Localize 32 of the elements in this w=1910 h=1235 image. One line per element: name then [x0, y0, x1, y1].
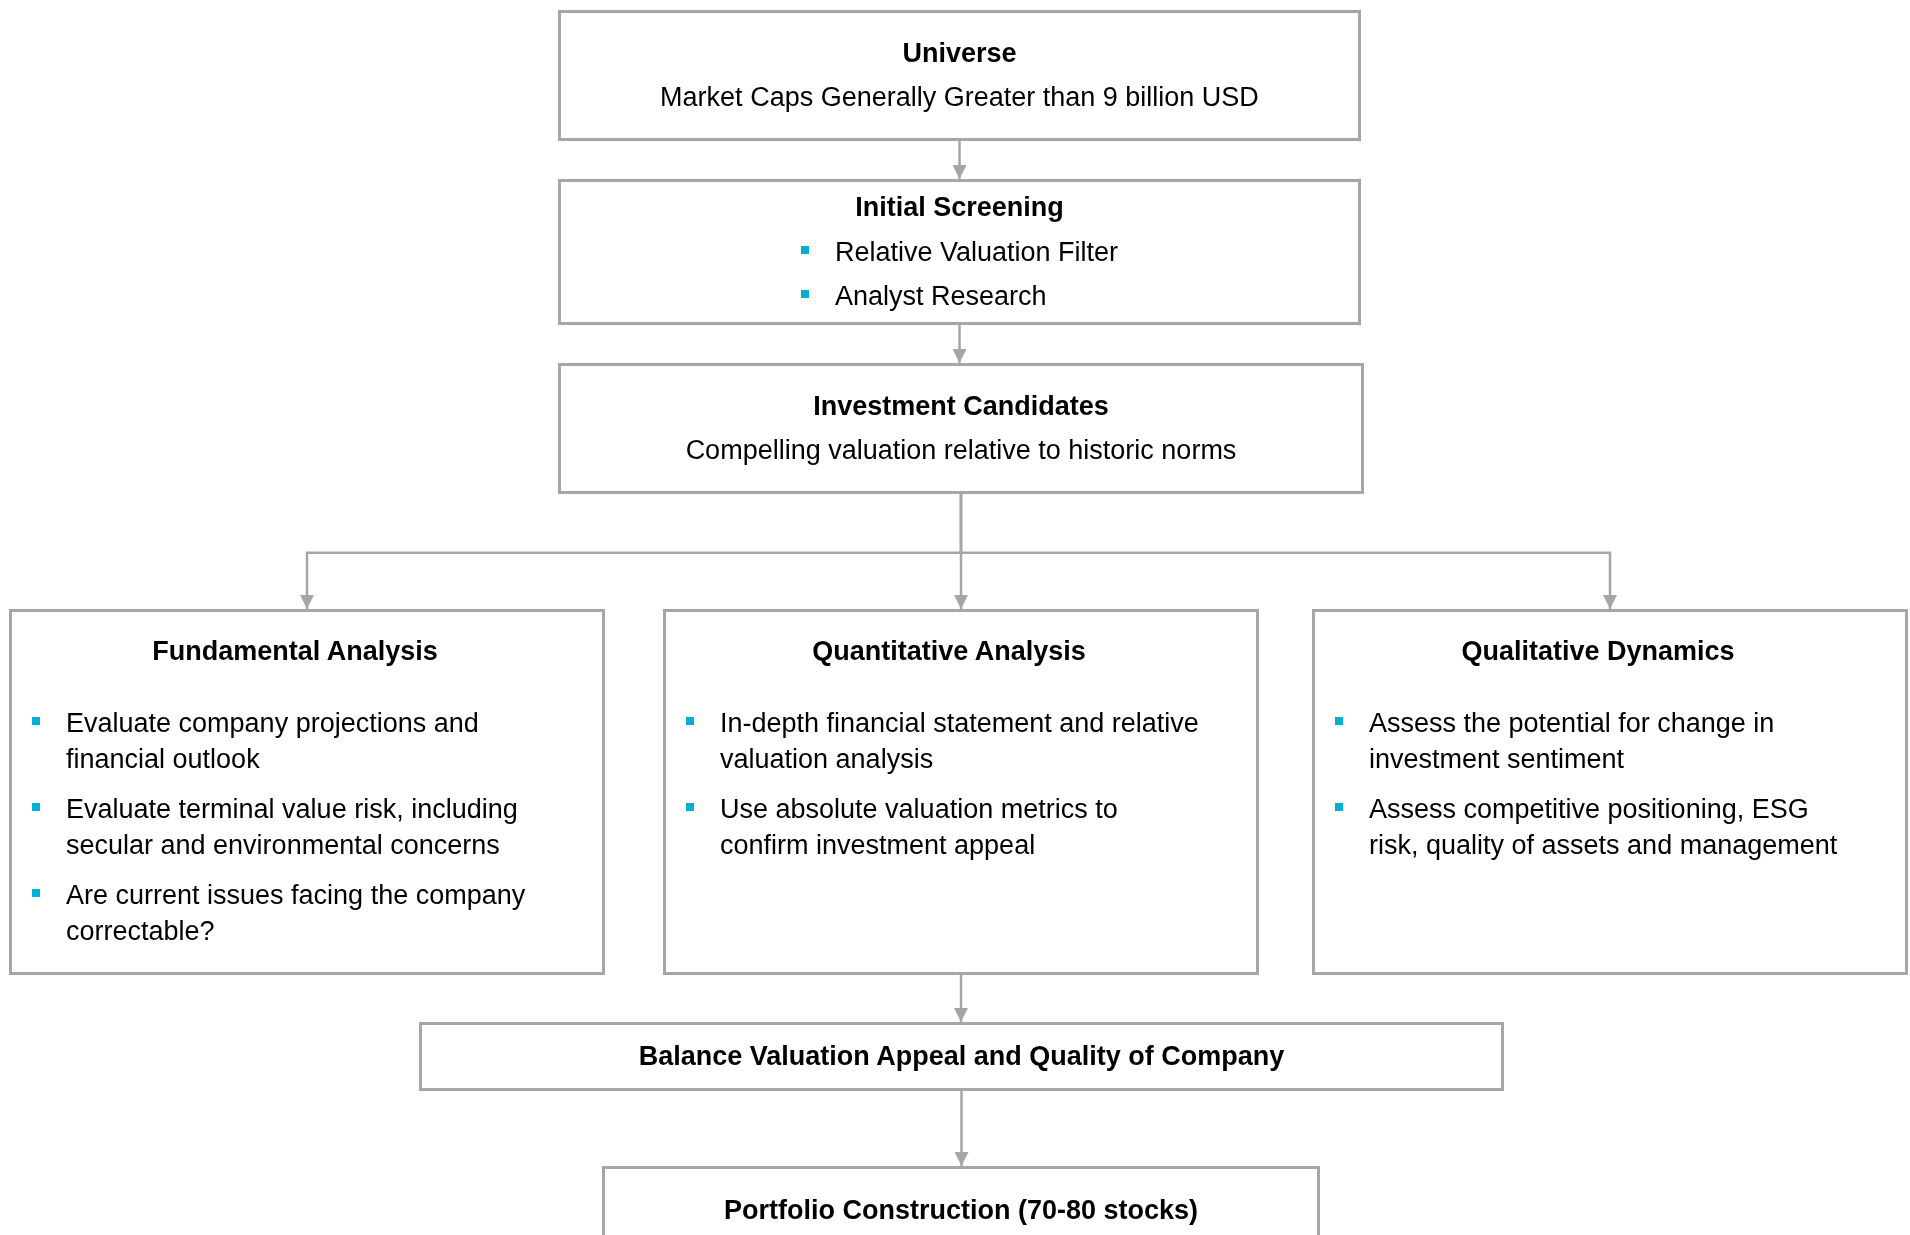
arrow	[952, 325, 967, 363]
box-heading: Balance Valuation Appeal and Quality of Company	[638, 1039, 1285, 1073]
bullet-text: Relative Valuation Filter	[834, 235, 1119, 269]
bullet-text: Evaluate company projections and financial outlook	[66, 707, 480, 777]
arrow	[954, 975, 968, 1022]
box-heading: Universe	[902, 37, 1017, 71]
arrow	[952, 141, 967, 179]
box-heading: Qualitative Dynamics	[1461, 635, 1735, 668]
box-heading: Portfolio Construction (70-80 stocks)	[723, 1194, 1199, 1228]
arrow	[954, 1091, 969, 1166]
process-box	[602, 1166, 1320, 1235]
process-box	[1312, 609, 1908, 975]
process-box	[558, 179, 1361, 325]
box-heading: Initial Screening	[855, 191, 1064, 225]
process-box	[663, 609, 1259, 975]
box-text: Compelling valuation relative to historic norms	[685, 433, 1237, 467]
process-box	[9, 609, 605, 975]
process-box	[558, 10, 1361, 141]
arrow	[959, 494, 1617, 609]
bullet-text: Assess competitive positioning, ESG risk, quality of assets and management	[1369, 793, 1839, 863]
box-text: Market Caps Generally Greater than 9 billion USD	[660, 80, 1259, 114]
process-box	[419, 1022, 1504, 1091]
process-box	[558, 363, 1364, 494]
bullet-text: Assess the potential for change in investment sentiment	[1369, 707, 1776, 777]
bullet-text: Evaluate terminal value risk, including secular and environmental concerns	[66, 793, 519, 863]
box-heading: Fundamental Analysis	[152, 635, 438, 668]
bullet-text: Use absolute valuation metrics to confirm investment appeal	[720, 793, 1119, 863]
box-heading: Investment Candidates	[813, 390, 1109, 424]
bullet-text: Analyst Research	[834, 279, 1047, 313]
bullet-text: In-depth financial statement and relative valuation analysis	[720, 707, 1200, 777]
box-heading: Quantitative Analysis	[812, 635, 1086, 668]
bullet-text: Are current issues facing the company correctable?	[66, 879, 527, 949]
